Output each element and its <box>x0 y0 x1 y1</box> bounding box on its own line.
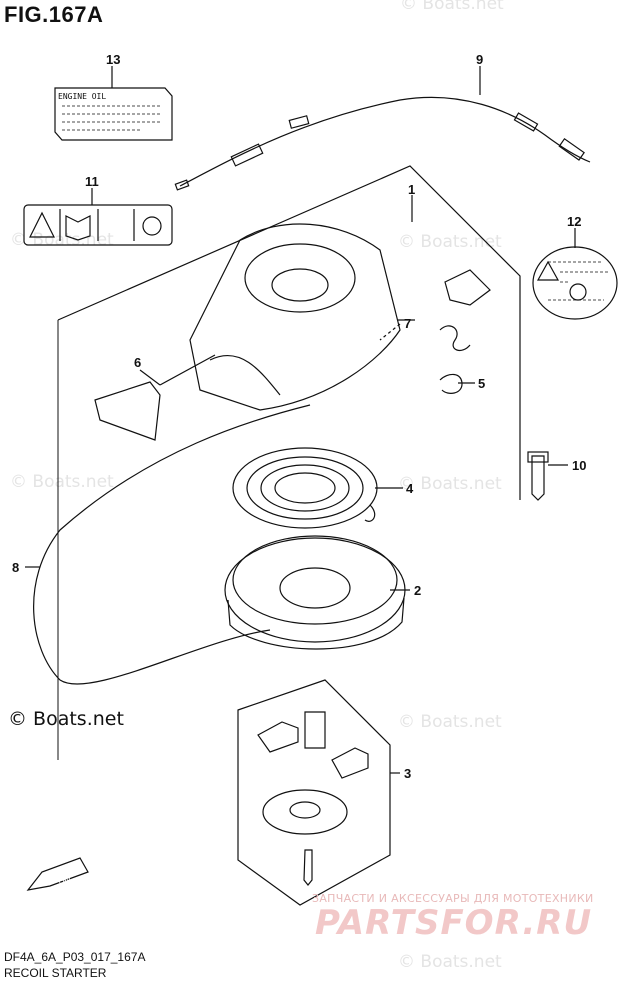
figure-code: DF4A_6A_P03_017_167A <box>4 950 146 964</box>
watermark: © Boats.net <box>398 952 502 972</box>
callout-3: 3 <box>404 766 412 781</box>
starter-handle <box>94 381 161 441</box>
assembly-outline <box>57 165 521 500</box>
callout-10: 10 <box>572 458 587 473</box>
copyright: © Boats.net <box>8 708 124 730</box>
callout-4: 4 <box>406 481 414 496</box>
engine-oil-label <box>54 87 173 141</box>
watermark: © Boats.net <box>400 0 504 14</box>
watermark: © Boats.net <box>398 474 502 494</box>
callout-1: 1 <box>408 182 416 197</box>
callout-12: 12 <box>567 214 582 229</box>
round-label <box>532 246 618 320</box>
recoil-spring <box>232 447 378 529</box>
callout-9: 9 <box>476 52 484 67</box>
callout-7: 7 <box>404 316 412 331</box>
fwd-arrow-icon <box>26 857 89 891</box>
watermark: © Boats.net <box>10 472 114 492</box>
figure-subtitle: RECOIL STARTER <box>4 966 107 980</box>
kit-outline <box>237 679 391 906</box>
overlay-logo: PARTSFOR.RU <box>315 903 593 943</box>
overlay-tagline: ЗАПЧАСТИ И АКСЕССУАРЫ ДЛЯ МОТОТЕХНИКИ <box>312 892 594 905</box>
engine-oil-label-text: ENGINE OIL <box>58 92 107 101</box>
rope-reel <box>224 537 406 643</box>
starter-housing <box>189 223 401 411</box>
callout-6: 6 <box>134 355 142 370</box>
callout-11: 11 <box>85 174 99 189</box>
callout-13: 13 <box>106 52 121 67</box>
callout-5: 5 <box>478 376 486 391</box>
warning-label <box>23 204 173 246</box>
callout-2: 2 <box>414 583 422 598</box>
callout-8: 8 <box>12 560 20 575</box>
watermark: © Boats.net <box>398 712 502 732</box>
figure-title: FIG.167A <box>4 2 104 27</box>
watermark: © Boats.net <box>398 232 502 252</box>
